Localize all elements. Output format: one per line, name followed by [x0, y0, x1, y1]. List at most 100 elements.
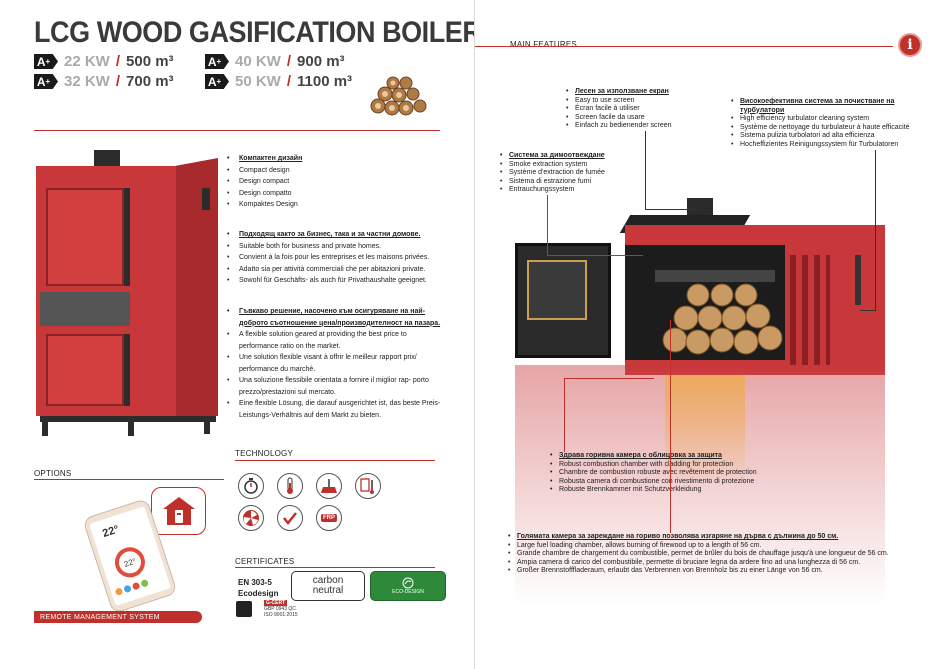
- callout-line: Easy to use screen: [565, 97, 725, 106]
- feature-line: Compact design: [225, 165, 440, 177]
- callout-heading: Система за димоотвеждане: [499, 152, 639, 161]
- callout-line: Screen facile da usare: [565, 114, 725, 123]
- callout-smoke: Система за димоотвеждане Smoke extractio…: [499, 152, 639, 195]
- divider: [235, 567, 435, 568]
- carbon-text: carbon: [312, 575, 344, 586]
- feature-line: Adatto sia per attività commerciali che …: [225, 264, 443, 276]
- divider: [34, 479, 224, 480]
- remote-management-bar: REMOTE MANAGEMENT SYSTEM: [34, 611, 202, 623]
- eco-design-text: ECO-DESIGN: [392, 589, 424, 595]
- leader-line: [875, 150, 876, 310]
- options-label: OPTIONS: [34, 469, 72, 478]
- slash: /: [115, 53, 121, 70]
- feature-heading: Компактен дизайн: [225, 153, 440, 165]
- phone-temp: 22°: [101, 523, 121, 540]
- slash: /: [115, 73, 121, 90]
- leader-line: [547, 195, 548, 255]
- callout-line: Écran facile à utiliser: [565, 105, 725, 114]
- fan-icon: [238, 505, 264, 531]
- cleaning-icon: [316, 473, 342, 499]
- leader-line: [564, 378, 565, 452]
- power-row-32kw: A+ 32 KW / 700 m³: [34, 73, 174, 90]
- callout-line: Système de nettoyage du turbulateur à ha…: [730, 124, 920, 133]
- slash: /: [286, 73, 292, 90]
- divider: [34, 130, 440, 131]
- g-cert-iso: ISO 9001:2015: [264, 612, 298, 618]
- callout-line: Robusta camera di combustione con rivest…: [549, 478, 789, 487]
- callout-line: Système d'extraction de fumée: [499, 169, 639, 178]
- callout-line: Smoke extraction system: [499, 161, 639, 170]
- g-cert-text: G-CERT: [264, 600, 288, 606]
- leader-line: [564, 378, 654, 379]
- callout-combustion: Здрава горивна камера с облицовка за защ…: [549, 452, 789, 495]
- callout-line: Robuste Brennkammer mit Schutzverkleidun…: [549, 486, 789, 495]
- feature-line: Una soluzione flessibile orientata a for…: [225, 375, 445, 398]
- callout-loading: Голямата камера за зареждане на гориво п…: [507, 533, 927, 576]
- callout-line: Large fuel loading chamber, allows burni…: [507, 542, 927, 551]
- boiler-product-image: [36, 148, 226, 438]
- feature-line: Sowohl für Geschäfts- als auch für Priva…: [225, 275, 443, 287]
- volume-m3: 500 m³: [126, 53, 174, 70]
- en-cert: EN 303-5 Ecodesign: [238, 577, 278, 599]
- callout-line: Hocheffizientes Reinigungssystem für Tur…: [730, 141, 920, 150]
- slash: /: [286, 53, 292, 70]
- frp-text: FRP: [321, 514, 337, 522]
- energy-class-badge: A+: [205, 54, 229, 69]
- phone-dial: 22°: [111, 543, 149, 582]
- divider: [475, 46, 893, 47]
- leader-line: [645, 131, 646, 209]
- power-kw: 32 KW: [64, 73, 110, 90]
- power-kw: 40 KW: [235, 53, 281, 70]
- en-standard: EN 303-5: [238, 578, 272, 587]
- feature-line: Kompaktes Design: [225, 199, 440, 211]
- callout-turbulator: Високоефективна система за почистване на…: [730, 98, 920, 150]
- feature-business: Подходящ както за бизнес, така и за част…: [225, 229, 443, 287]
- leader-line: [860, 310, 876, 311]
- g-cert-sub: GBP 0943 QC: [264, 606, 296, 612]
- callout-heading: Голямата камера за зареждане на гориво п…: [507, 533, 927, 542]
- callout-heading: Високоефективна система за почистване на…: [730, 98, 920, 115]
- volume-m3: 700 m³: [126, 73, 174, 90]
- power-row-40kw: A+ 40 KW / 900 m³: [205, 53, 345, 70]
- ecodesign-text: Ecodesign: [238, 589, 279, 598]
- divider: [235, 460, 435, 461]
- callout-heading: Лесен за използване екран: [565, 88, 725, 97]
- callout-line: Sistema pulizia turbolatori ad alta effi…: [730, 132, 920, 141]
- feature-line: A flexible solution geared at providing …: [225, 329, 445, 352]
- callout-line: Robust combustion chamber with cladding …: [549, 461, 789, 470]
- feature-line: Design compatto: [225, 188, 440, 200]
- left-page: LCG WOOD GASIFICATION BOILER A+ 22 KW / …: [0, 0, 482, 669]
- eco-design-badge: ECO-DESIGN: [370, 571, 446, 601]
- feature-line: Eine flexible Lösung, die darauf ausgeri…: [225, 398, 445, 421]
- energy-class-badge: A+: [34, 74, 58, 89]
- carbon-neutral-badge: carbon neutral: [291, 571, 365, 601]
- callout-line: Ampia camera di carico del combustibile,…: [507, 559, 927, 568]
- callout-line: Chambre de combustion robuste avec revêt…: [549, 469, 789, 478]
- page-fold: [474, 0, 475, 669]
- thermometer-icon: [277, 473, 303, 499]
- remote-home-icon: [151, 487, 206, 535]
- feature-line: Suitable both for business and private h…: [225, 241, 443, 253]
- main-features-label: MAIN FEATURES: [510, 40, 577, 49]
- callout-line: Einfach zu bedienender screen: [565, 122, 725, 131]
- leader-line: [547, 255, 643, 256]
- callout-line: Grande chambre de chargement du combusti…: [507, 550, 927, 559]
- energy-class-badge: A+: [205, 74, 229, 89]
- neutral-text: neutral: [312, 585, 344, 596]
- feature-flexible: Гъвкаво решение, насочено към осигуряван…: [225, 306, 445, 421]
- wood-logs-icon: [370, 76, 427, 116]
- callout-line: Großer Brennstofffladeraum, erlaubt das …: [507, 567, 927, 576]
- timer-icon: [238, 473, 264, 499]
- feature-heading: Гъвкаво решение, насочено към осигуряван…: [225, 306, 445, 329]
- feature-line: Une solution flexible visant à offrir le…: [225, 352, 445, 375]
- callout-line: High efficiency turbulator cleaning syst…: [730, 115, 920, 124]
- callout-heading: Здрава горивна камера с облицовка за защ…: [549, 452, 789, 461]
- feature-compact: Компактен дизайн Compact design Design c…: [225, 153, 440, 211]
- callout-screen: Лесен за използване екран Easy to use sc…: [565, 88, 725, 131]
- certificates-label: CERTIFICATES: [235, 557, 295, 566]
- power-kw: 50 KW: [235, 73, 281, 90]
- volume-m3: 900 m³: [297, 53, 345, 70]
- leader-line: [645, 209, 702, 210]
- cert-logo-icon: [236, 601, 252, 617]
- leader-line: [670, 320, 671, 533]
